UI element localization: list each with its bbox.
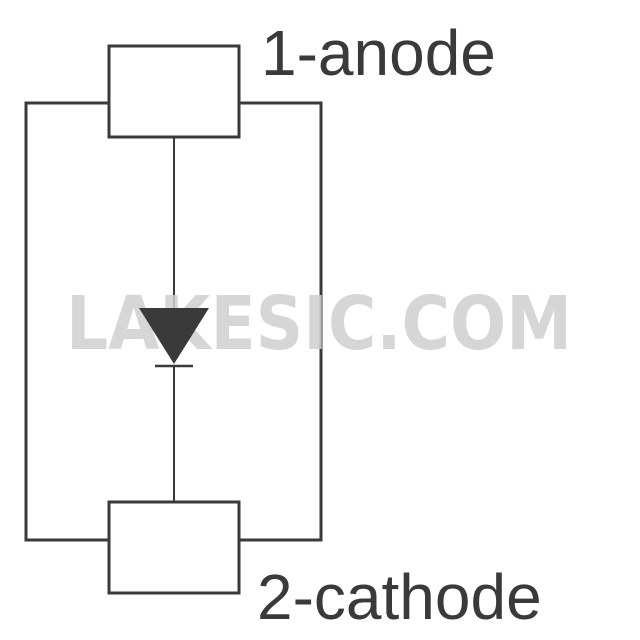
- cathode-pad: [107, 500, 241, 595]
- watermark-text: LAKESIC.COM: [66, 281, 572, 367]
- cathode-label: 2-cathode: [257, 561, 542, 633]
- anode-label: 1-anode: [261, 17, 496, 89]
- diode-triangle: [139, 308, 209, 364]
- anode-pad: [107, 44, 241, 139]
